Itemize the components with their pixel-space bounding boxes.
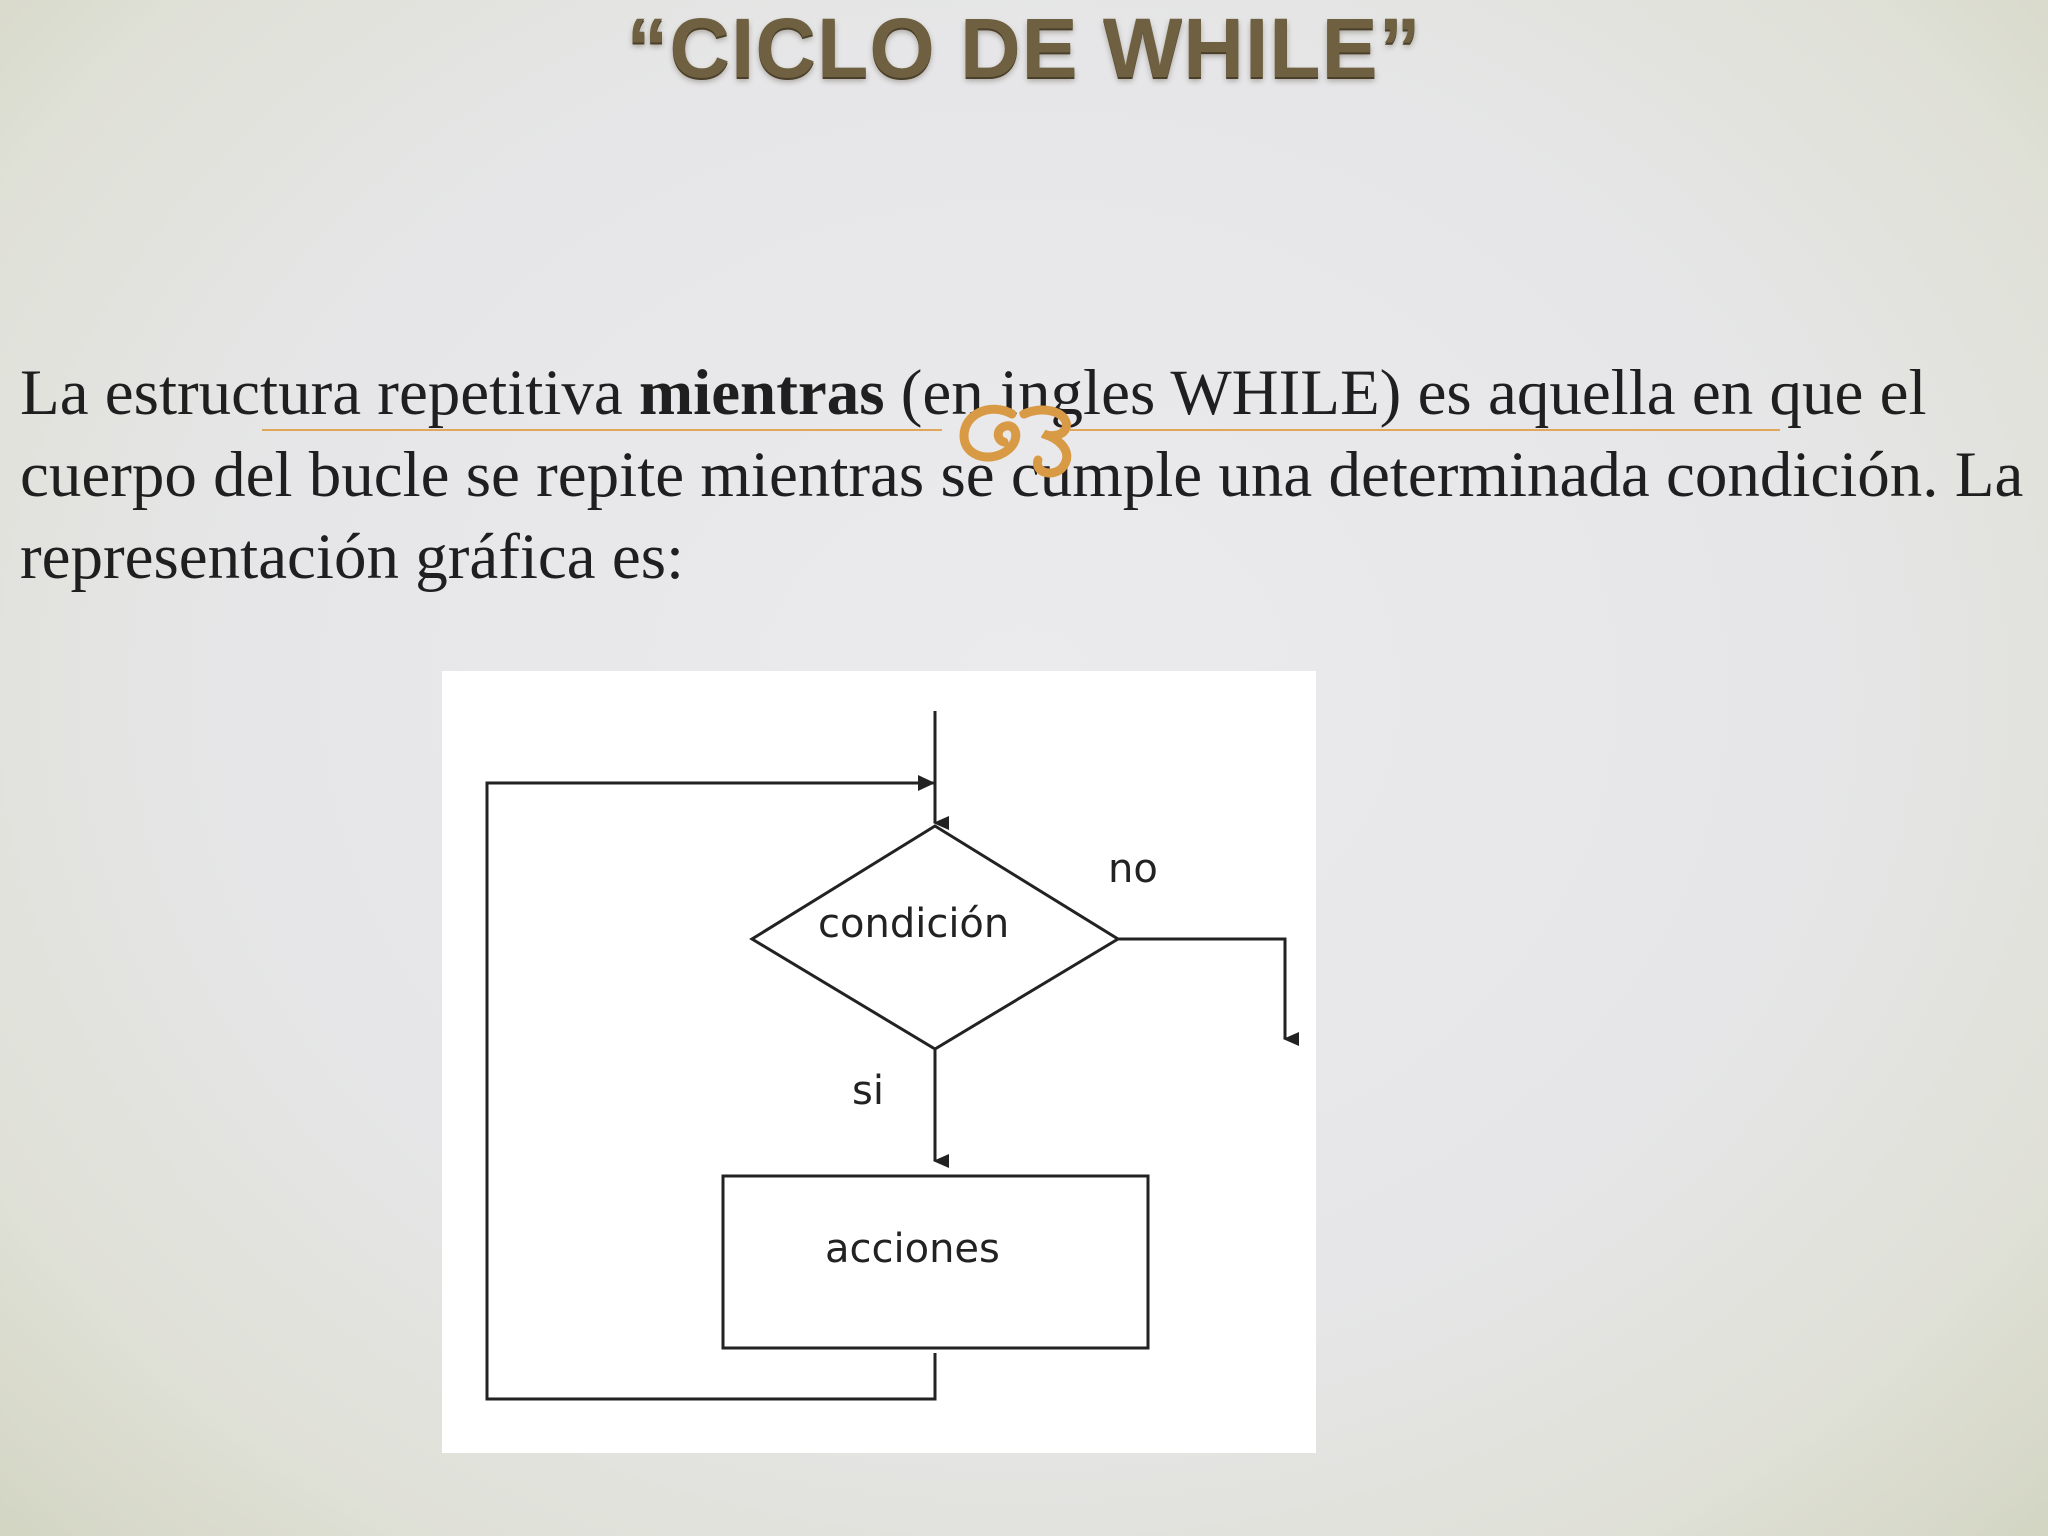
decorative-divider-left <box>262 429 942 431</box>
decorative-divider-right <box>1070 429 1780 431</box>
process-label: acciones <box>825 1226 1000 1272</box>
decorative-swirl-icon <box>959 404 1072 478</box>
loop-arrow-head <box>918 775 935 791</box>
decision-label: condición <box>818 901 1010 947</box>
process-box <box>721 1174 1150 1350</box>
body-paragraph: La estructura repetitiva mientras (en in… <box>20 352 2030 598</box>
loop-back-line <box>485 781 937 1401</box>
body-text-segment-1: La estructura repetitiva <box>20 357 639 429</box>
body-text-segment-2: (en ingles WHILE) es aquella en que el c… <box>20 357 2024 593</box>
no-label: no <box>1108 846 1158 892</box>
yes-label: si <box>852 1068 884 1114</box>
slide-title: “CICLO DE WHILE” <box>626 1 1422 95</box>
no-branch-line <box>1118 937 1299 1046</box>
flowchart-lines <box>485 711 1299 1401</box>
flowchart-diagram: condición no si acciones <box>442 671 1316 1453</box>
body-bold-word: mientras <box>639 357 885 429</box>
